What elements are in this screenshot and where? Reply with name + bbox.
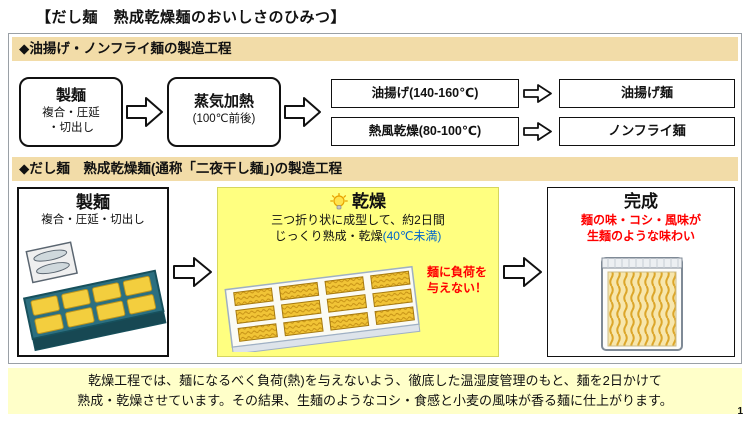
section1-header: ◆油揚げ・ノンフライ麺の製造工程 [12,37,738,61]
step-title: 製麺 [55,87,86,104]
step-title: 製麺 [76,193,110,212]
kanso-desc-line2-black: じっくり熟成・乾燥 [274,229,383,243]
step-subtext: (100℃前後) [192,113,256,125]
callout-line1: 麺に負荷を [426,265,487,279]
kansei-note-line2: 生麺のような味わい [586,229,695,243]
footer-line2: 熟成・乾燥させています。その結果、生麺のようなコシ・食感と小麦の風味が香る麺に仕… [77,393,673,408]
step-title: 蒸気加熱 [193,93,254,110]
process-box-fried: 油揚げ(140-160℃) [331,79,519,108]
footer-banner: 乾燥工程では、麺になるべく負荷(熱)を与えないよう、徹底した温湿度管理のもと、麺… [8,368,742,414]
result-box-nonfried-noodle: ノンフライ麺 [559,117,735,146]
page-number: 1 [737,406,743,417]
page-title: 【だし麺 熟成乾燥麺のおいしさのひみつ】 [36,9,347,26]
arrow-right-icon [173,257,212,287]
section2-header: ◆だし麺 熟成乾燥麺(通称「二夜干し麺」)の製造工程 [12,157,738,181]
noodle-package-illustration [601,257,683,351]
step-title: 完成 [624,192,658,211]
footer-line1: 乾燥工程では、麺になるべく負荷(熱)を与えないよう、徹底した温湿度管理のもと、麺… [88,373,662,388]
step-subtext: ・切出し [48,122,94,134]
arrow-right-icon [126,97,163,127]
step-title: 乾燥 [352,192,386,211]
step-subtext: 複合・圧延 [42,107,100,119]
kanso-desc-line1: 三つ折り状に成型して、約2日間 [271,213,445,227]
step-box-steam: 蒸気加熱 (100℃前後) [167,77,281,147]
drying-noodles-illustration [224,265,421,352]
step-box-seimen: 製麺 複合・圧延 ・切出し [19,77,123,147]
main-container: ◆油揚げ・ノンフライ麺の製造工程 製麺 複合・圧延 ・切出し 蒸気加熱 (100… [8,33,742,364]
process-box-hot-air: 熱風乾燥(80-100℃) [331,117,519,146]
callout-line2: 与えない！ [426,281,487,295]
arrow-right-icon [523,122,552,141]
step-subtext: 複合・圧延・切出し [41,214,145,226]
arrow-right-icon [284,97,321,127]
noodle-machine-illustration [22,241,167,352]
lightbulb-icon [330,192,348,209]
no-stress-callout: 麺に負荷を 与えない！ [418,264,496,296]
step2-box-kansei: 完成 麺の味・コシ・風味が 生麺のような味わい [547,187,735,357]
result-box-fried-noodle: 油揚げ麺 [559,79,735,108]
arrow-right-icon [523,84,552,103]
kansei-note-line1: 麺の味・コシ・風味が [580,213,701,227]
kanso-desc-line2-temp: (40℃未満) [382,229,442,243]
kanso-desc-line2: じっくり熟成・乾燥(40℃未満) [218,228,498,244]
step2-box-seimen: 製麺 複合・圧延・切出し [17,187,169,357]
step2-box-kanso-highlight: 乾燥 三つ折り状に成型して、約2日間 じっくり熟成・乾燥(40℃未満) [217,187,499,357]
kanso-header: 乾燥 [218,191,498,212]
arrow-right-icon [503,257,542,287]
